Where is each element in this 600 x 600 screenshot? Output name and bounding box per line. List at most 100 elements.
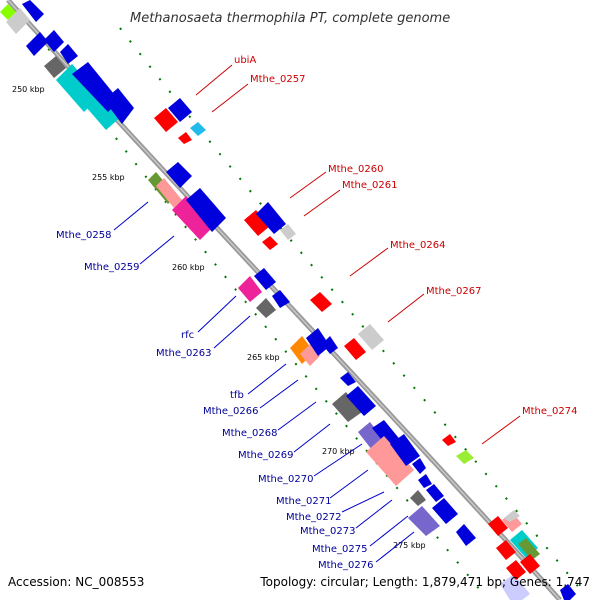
gene-feature [418,474,432,488]
gene-feature [156,178,182,208]
gene-feature [344,338,366,360]
gene-feature [456,524,476,546]
gene-feature [560,584,576,600]
inner-label-texts: Mthe_0258 Mthe_0259 rfc Mthe_0263 tfb Mt… [56,230,374,571]
gene-feature [256,202,286,234]
gene-feature [340,372,356,386]
gene-label-outer: Mthe_0267 [426,286,482,297]
gene-feature [80,86,122,130]
tick-label: 260 kbp [172,263,205,272]
gene-label-inner: Mthe_0269 [238,450,294,461]
outer-labels [195,64,521,445]
leader-line [139,235,175,265]
gene-feature [190,122,206,136]
gene-feature [60,44,78,64]
gene-label-inner: Mthe_0271 [276,496,332,507]
leader-line [349,247,389,277]
outer-label-texts: ubiA Mthe_0257 Mthe_0260 Mthe_0261 Mthe_… [234,55,578,417]
leader-line [277,401,317,431]
gene-feature [332,392,362,422]
leader-line [355,499,393,529]
gene-feature [366,436,414,486]
gene-feature [500,574,530,600]
gene-label-outer: Mthe_0260 [328,164,384,175]
gene-label-inner: Mthe_0276 [318,560,374,571]
gene-feature [172,196,214,240]
leader-line [303,189,341,217]
gene-label-inner: Mthe_0270 [258,474,314,485]
gene-feature [254,268,276,290]
tick-label: 250 kbp [12,85,45,94]
inner-gene-group-mid [148,162,338,366]
gene-feature [520,554,540,574]
gene-feature [186,188,226,232]
leader-line [341,491,385,513]
gene-label-outer: Mthe_0274 [522,406,578,417]
gene-label-outer: ubiA [234,55,256,66]
gene-feature [166,162,192,188]
gene-label-inner: rfc [181,330,194,341]
gene-feature [488,516,508,536]
gene-feature [518,538,540,560]
gene-feature [412,458,426,474]
leader-line [481,415,521,445]
leader-line [293,423,331,453]
gene-feature [178,132,192,144]
gene-feature [22,0,44,22]
gene-label-outer: Mthe_0257 [250,74,306,85]
leader-line [113,201,149,231]
gene-label-inner: Mthe_0273 [300,526,356,537]
gene-label-inner: Mthe_0266 [203,406,259,417]
gene-feature [272,290,290,308]
gene-feature [44,56,66,78]
gene-feature [168,98,192,122]
leader-line [197,295,237,333]
leader-line [313,443,363,477]
gene-feature [104,88,134,124]
leader-line [369,515,409,547]
leader-line [259,379,299,409]
gene-feature [442,434,456,446]
gene-label-outer: Mthe_0264 [390,240,446,251]
gene-label-inner: Mthe_0258 [56,230,112,241]
gene-label-inner: tfb [230,390,244,401]
gene-label-inner: Mthe_0268 [222,428,278,439]
accession-text: Accession: NC_008553 [8,575,144,589]
gene-label-outer: Mthe_0261 [342,180,398,191]
gene-feature [256,298,276,318]
gene-feature [300,344,320,366]
tick-label: 255 kbp [92,173,125,182]
leader-line [387,293,425,323]
leader-line [329,469,369,499]
gene-feature [504,510,520,522]
leader-line [247,363,287,395]
leader-line [375,531,415,563]
gene-feature [6,8,30,34]
gene-feature [358,324,384,350]
gene-feature [280,224,296,240]
gene-feature [408,506,440,536]
leader-line [211,83,249,113]
gene-label-inner: Mthe_0263 [156,348,212,359]
gene-feature [496,540,516,560]
gene-feature [426,484,444,502]
map-title: Methanosaeta thermophila PT, complete ge… [130,11,450,26]
gene-feature [262,236,278,250]
inner-labels [113,201,415,563]
gene-feature [456,450,474,464]
gene-feature [322,336,338,354]
gene-feature [432,498,458,524]
gene-feature [506,560,526,580]
inner-gene-group-bottom [332,372,530,600]
tick-label: 275 kbp [393,541,426,550]
gene-feature [346,386,376,416]
gene-label-inner: Mthe_0259 [84,262,140,273]
gene-label-inner: Mthe_0275 [312,544,368,555]
gene-feature [26,32,48,56]
gene-feature [244,210,270,236]
leader-line [213,315,251,349]
gene-feature [306,328,330,356]
gene-feature [44,30,64,52]
